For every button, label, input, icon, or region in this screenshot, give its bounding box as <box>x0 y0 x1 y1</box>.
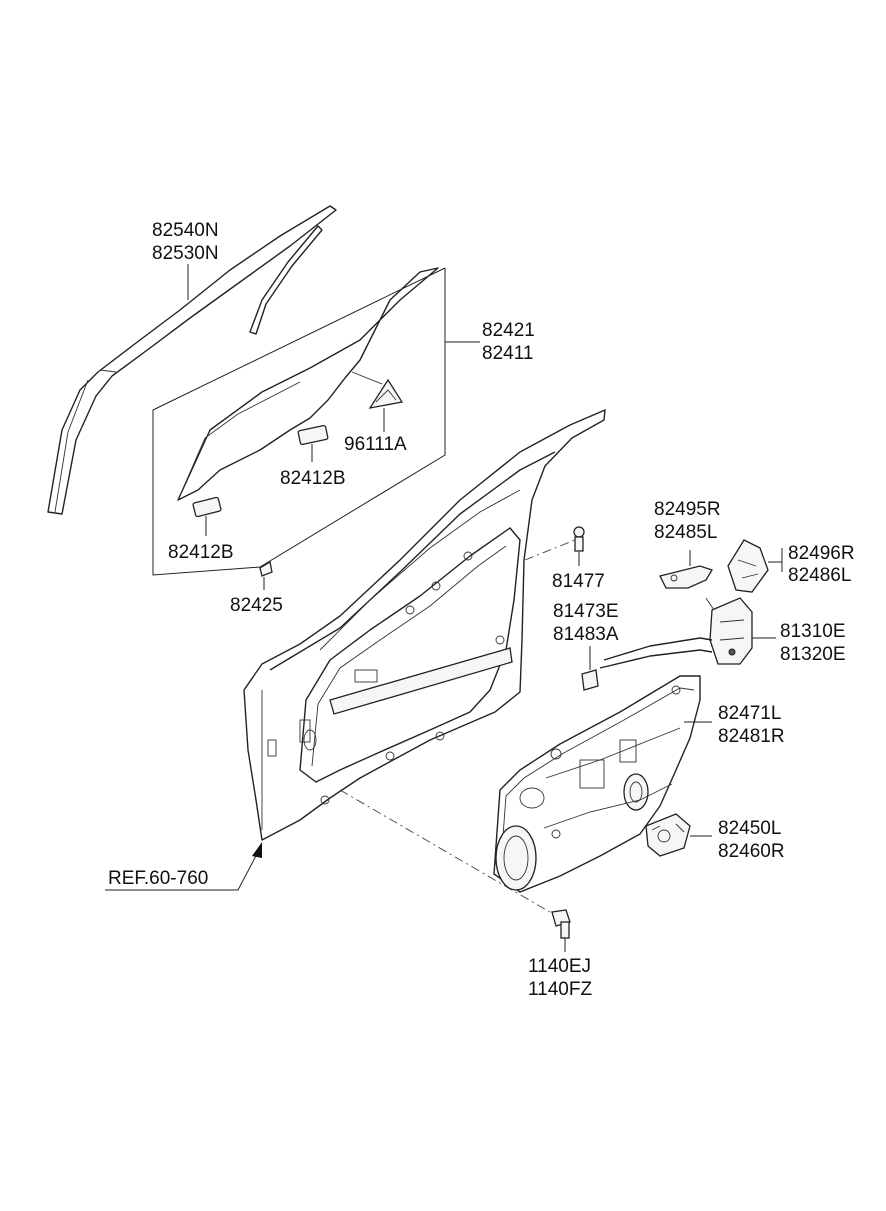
screw-icon <box>551 909 571 952</box>
door-frame-molding <box>47 205 337 515</box>
label-82530N: 82530N <box>152 243 219 264</box>
label-81483A: 81483A <box>553 624 619 645</box>
label-ref-60-760: REF.60-760 <box>108 868 208 889</box>
label-81310E: 81310E <box>780 621 846 642</box>
label-82411: 82411 <box>482 343 533 364</box>
window-motor <box>645 813 712 857</box>
door-latch <box>599 597 776 669</box>
arrow-icon <box>105 842 262 891</box>
label-82495R: 82495R <box>654 499 721 520</box>
label-82486L: 82486L <box>788 565 851 586</box>
label-82496R: 82496R <box>788 543 855 564</box>
label-81477: 81477 <box>552 571 605 592</box>
antenna-module <box>368 378 404 432</box>
glass-channel-lower <box>192 496 222 536</box>
label-82460R: 82460R <box>718 841 785 862</box>
label-82540N: 82540N <box>152 220 219 241</box>
label-82421: 82421 <box>482 320 535 341</box>
label-82450L: 82450L <box>718 818 781 839</box>
glass-group-bracket <box>152 267 446 576</box>
bolt-icon <box>573 526 585 566</box>
label-1140FZ: 1140FZ <box>528 979 592 1000</box>
label-82412B-lower: 82412B <box>168 542 234 563</box>
outside-handle <box>659 550 715 611</box>
label-96111A: 96111A <box>344 434 407 455</box>
label-81320E: 81320E <box>780 644 846 665</box>
cable-clip <box>581 646 599 691</box>
handle-bracket <box>727 539 783 593</box>
label-82471L: 82471L <box>718 703 781 724</box>
door-glass <box>177 267 439 501</box>
label-82481R: 82481R <box>718 726 785 747</box>
label-82485L: 82485L <box>654 522 717 543</box>
label-82425: 82425 <box>230 595 283 616</box>
door-panel <box>243 409 606 841</box>
label-1140EJ: 1140EJ <box>528 956 591 977</box>
clip-icon <box>259 560 273 590</box>
glass-channel-upper <box>297 424 329 462</box>
label-82412B-upper: 82412B <box>280 468 346 489</box>
label-81473E: 81473E <box>553 601 619 622</box>
door-module-panel <box>493 675 712 893</box>
